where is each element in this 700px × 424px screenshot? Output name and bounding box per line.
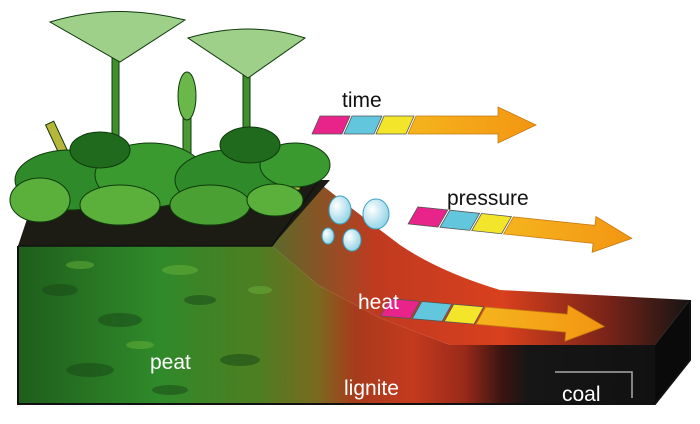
pressure-arrow [407, 206, 633, 253]
arrow-segment-3 [471, 213, 513, 235]
arrow-segment-3 [443, 303, 485, 325]
coal-notch [555, 371, 633, 398]
layer-block-front [18, 246, 655, 404]
pressure-label: pressure [447, 187, 529, 210]
slope-surface [272, 182, 690, 345]
peat-label: peat [150, 351, 191, 374]
water-drops-icon [321, 195, 390, 252]
heat-arrow [379, 298, 606, 342]
time-arrow [311, 106, 537, 144]
arrow-head [502, 215, 633, 253]
arrow-segment-2 [343, 115, 383, 135]
peat-texture [42, 284, 260, 395]
arrow-segment-2 [439, 209, 481, 231]
heat-label: heat [358, 291, 399, 314]
arrow-segment-2 [411, 301, 453, 322]
coal-label: coal [562, 383, 601, 406]
arrow-segment-3 [375, 115, 415, 135]
arrow-segment-1 [379, 298, 421, 319]
lignite-label: lignite [344, 377, 399, 400]
arrow-segment-1 [311, 115, 351, 135]
arrow-segment-1 [407, 206, 449, 228]
arrow-head [407, 106, 537, 144]
coal-side-face [655, 300, 690, 404]
arrow-head [475, 304, 606, 342]
time-label: time [342, 89, 382, 112]
vegetation [9, 11, 331, 226]
